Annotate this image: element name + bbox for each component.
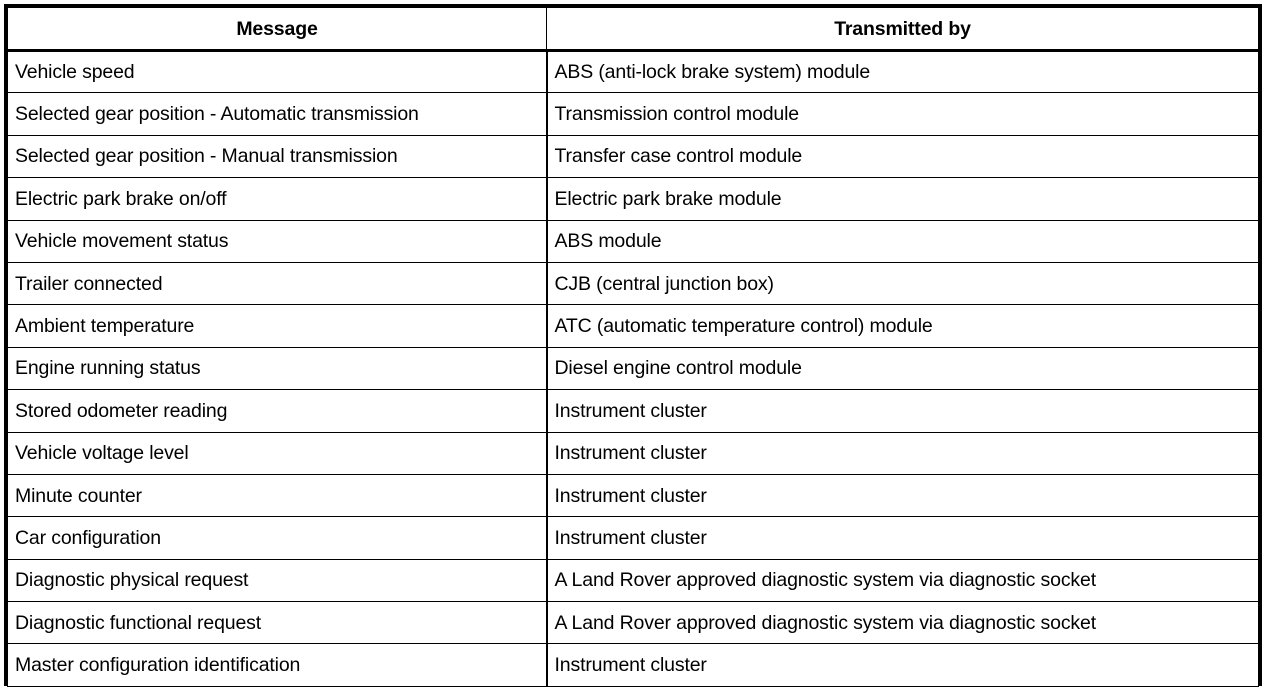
cell-message: Trailer connected: [7, 261, 548, 306]
cell-transmitted-by: A Land Rover approved diagnostic system …: [546, 558, 1259, 603]
cell-transmitted-by: Instrument cluster: [546, 473, 1259, 518]
column-header-message: Message: [7, 7, 547, 52]
cell-transmitted-by: ATC (automatic temperature control) modu…: [546, 304, 1259, 348]
cell-message: Master configuration identification: [7, 643, 548, 687]
cell-transmitted-by: A Land Rover approved diagnostic system …: [546, 601, 1259, 645]
cell-message: Selected gear position - Manual transmis…: [7, 134, 548, 179]
cell-message: Vehicle voltage level: [7, 431, 548, 475]
cell-message: Ambient temperature: [7, 304, 548, 348]
cell-message: Stored odometer reading: [7, 389, 548, 433]
cell-transmitted-by: Instrument cluster: [546, 389, 1259, 433]
cell-transmitted-by: Instrument cluster: [546, 643, 1259, 687]
cell-transmitted-by: Electric park brake module: [546, 177, 1259, 221]
cell-message: Car configuration: [7, 516, 548, 560]
cell-transmitted-by: CJB (central junction box): [546, 261, 1259, 306]
cell-message: Diagnostic functional request: [7, 601, 548, 645]
cell-transmitted-by: Transmission control module: [546, 92, 1259, 136]
cell-message: Engine running status: [7, 346, 548, 391]
cell-message: Vehicle speed: [7, 49, 548, 94]
table-row: Selected gear position - Automatic trans…: [7, 92, 1259, 136]
cell-transmitted-by: Instrument cluster: [546, 431, 1259, 475]
cell-transmitted-by: Transfer case control module: [546, 134, 1259, 179]
table-header: Message Transmitted by: [7, 7, 1259, 52]
cell-message: Selected gear position - Automatic trans…: [7, 92, 548, 136]
cell-message: Diagnostic physical request: [7, 558, 548, 603]
cell-message: Electric park brake on/off: [7, 177, 548, 221]
cell-transmitted-by: Diesel engine control module: [546, 346, 1259, 391]
cell-transmitted-by: Instrument cluster: [546, 516, 1259, 560]
cell-transmitted-by: ABS (anti-lock brake system) module: [546, 49, 1259, 94]
table-header-row: Message Transmitted by: [7, 7, 1259, 52]
column-header-transmitted-by: Transmitted by: [546, 7, 1259, 52]
cell-message: Vehicle movement status: [7, 219, 548, 263]
table-row: Selected gear position - Manual transmis…: [7, 134, 1259, 179]
cell-transmitted-by: ABS module: [546, 219, 1259, 263]
cell-message: Minute counter: [7, 473, 548, 518]
